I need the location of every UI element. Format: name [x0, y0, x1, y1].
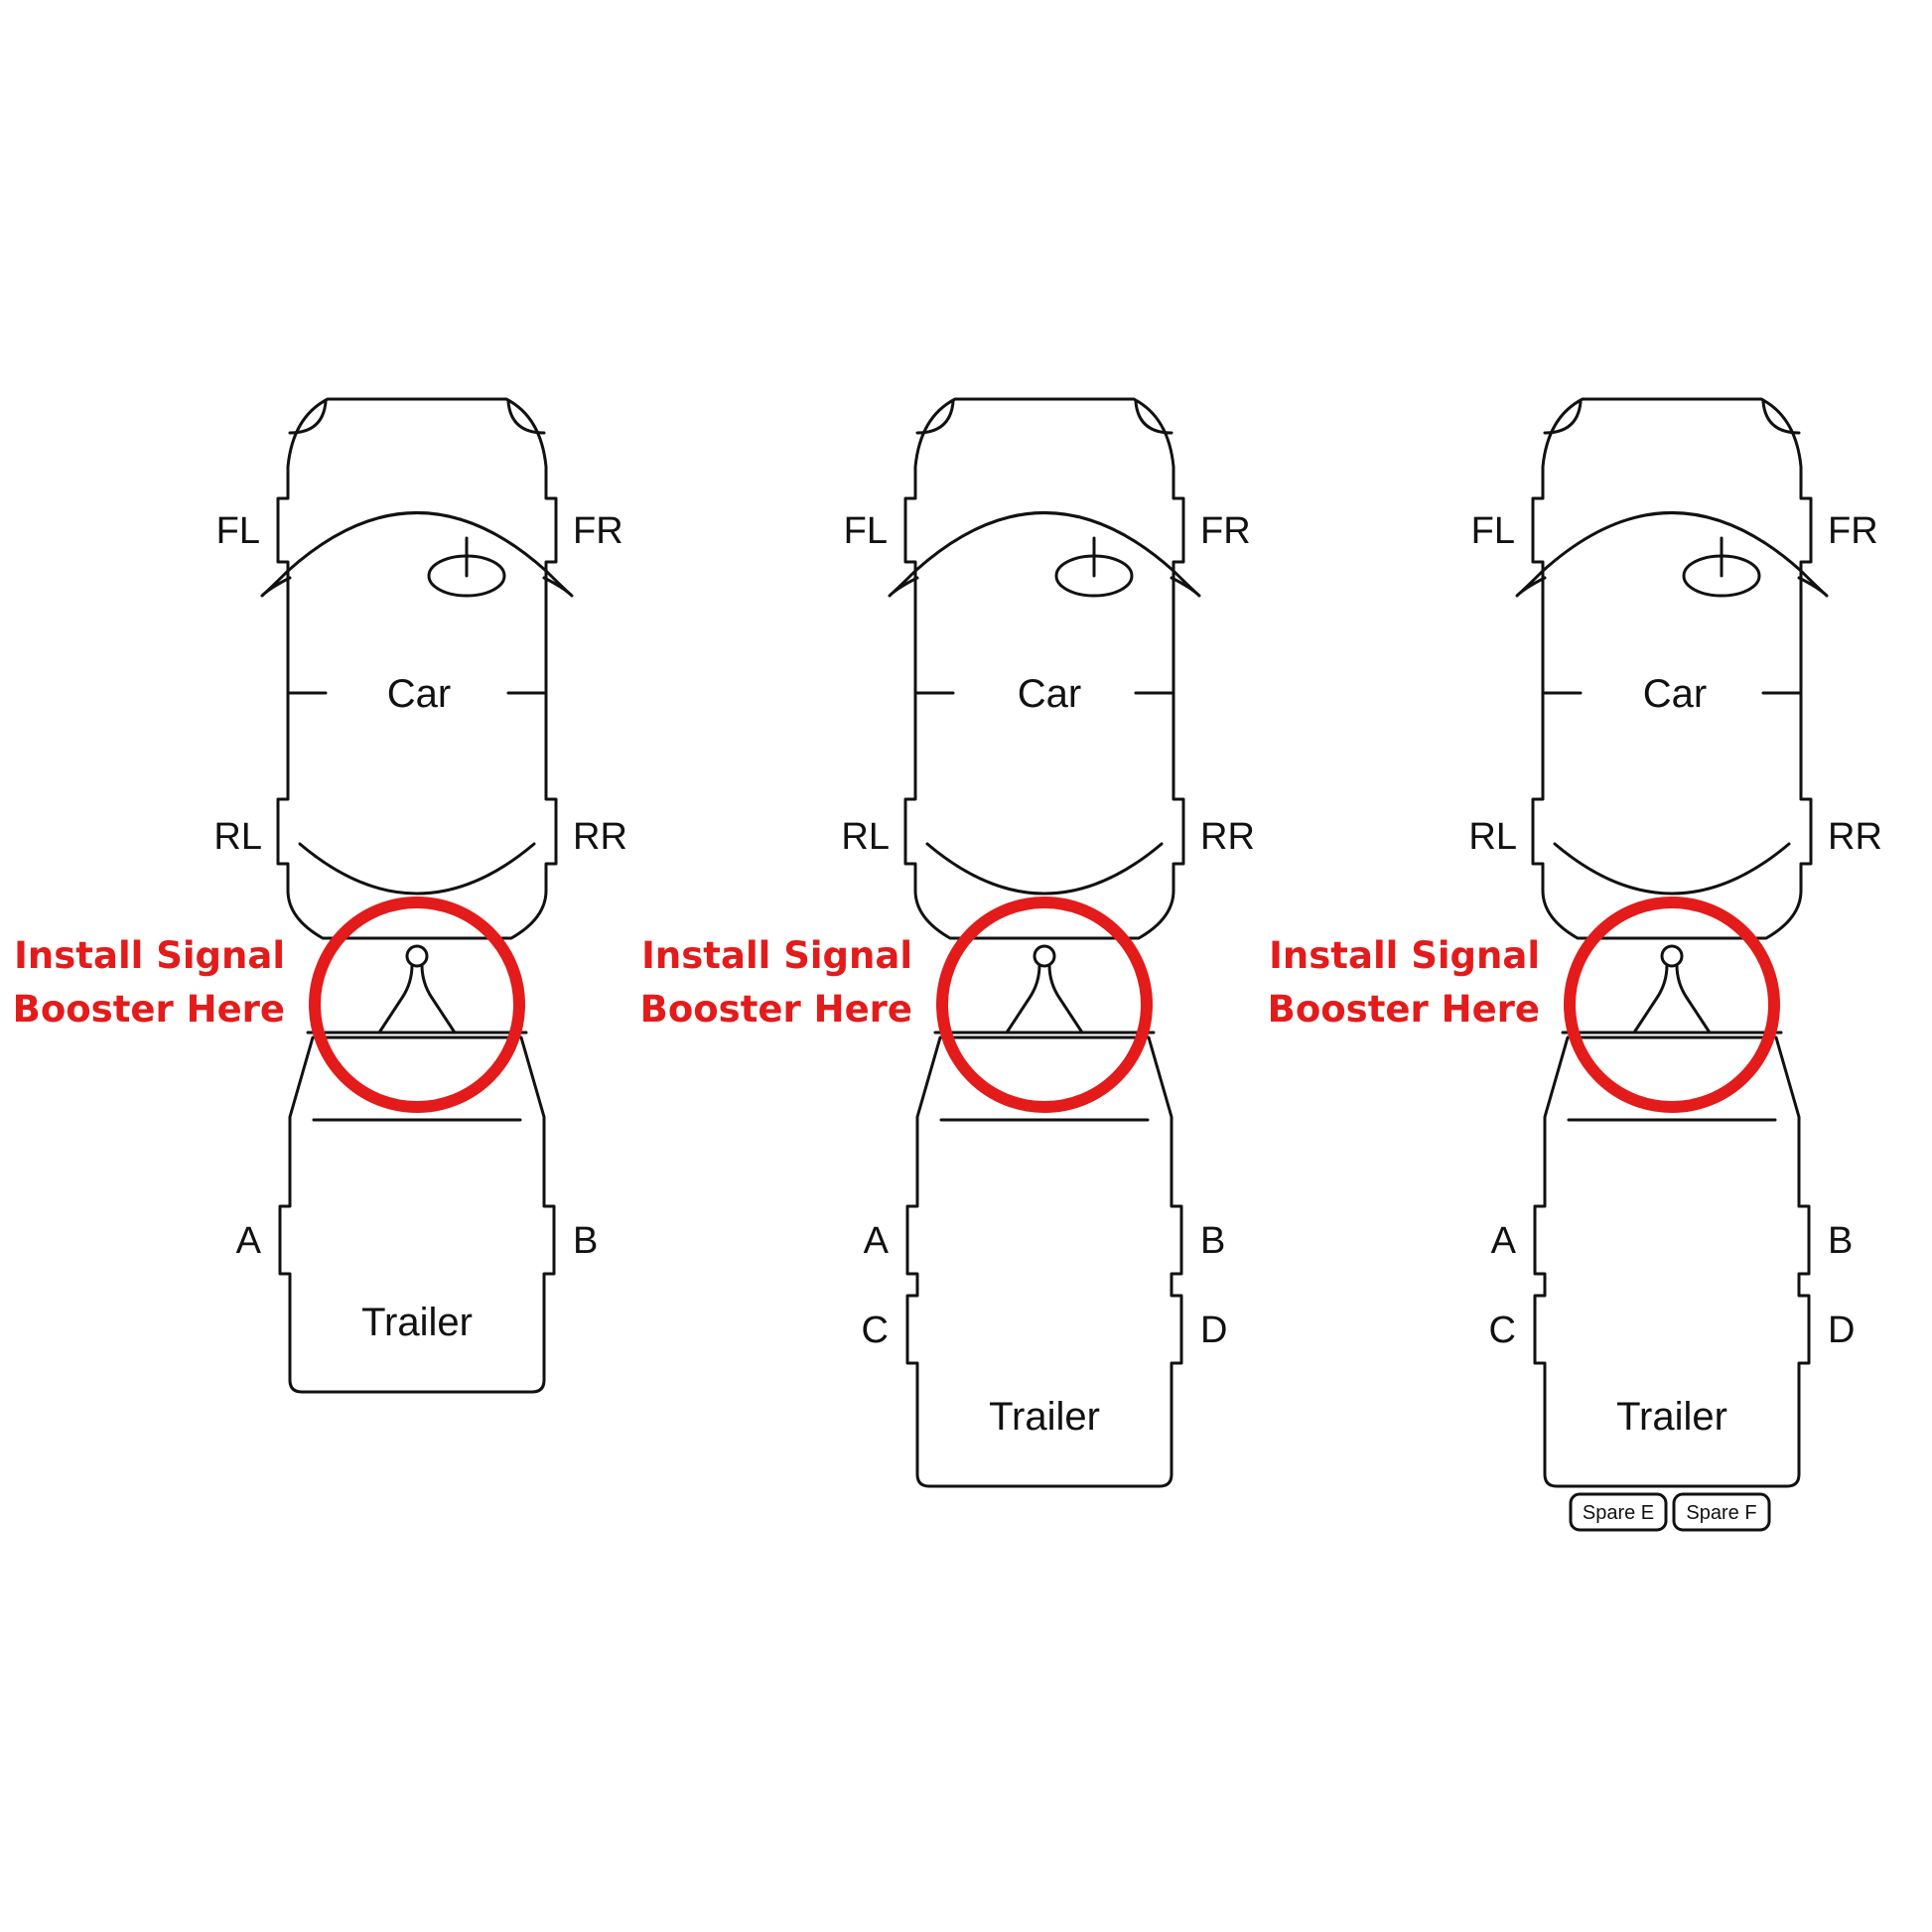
trailer-outline: [278, 1035, 556, 1394]
spare-f-label: Spare F: [1686, 1502, 1756, 1524]
spare-e-label: Spare E: [1583, 1502, 1654, 1524]
hitch: [1561, 944, 1783, 1035]
install-callout: Install Signal Booster Here: [13, 934, 285, 1031]
trailer-label: Trailer: [1616, 1395, 1727, 1439]
trailer-outline: [905, 1035, 1183, 1488]
label-fl: FL: [844, 510, 888, 552]
diagram-2: FL FR RL RR Car A B C D Trailer Install …: [640, 397, 1255, 1488]
highlight-circle: [936, 897, 1153, 1113]
label-c: C: [862, 1310, 889, 1351]
install-callout: Install Signal Booster Here: [1268, 934, 1540, 1031]
label-a: A: [236, 1220, 262, 1262]
diagram-1: FL FR RL RR Car A B Trailer Install Sign…: [13, 397, 627, 1394]
highlight-circle: [309, 897, 525, 1113]
label-rl: RL: [213, 816, 262, 858]
label-fl: FL: [1471, 510, 1515, 552]
callout-line-1: Install Signal: [14, 934, 285, 977]
spare-f-box: [1672, 1492, 1771, 1532]
label-fl: FL: [216, 510, 260, 552]
car-outline: [1515, 397, 1829, 940]
car-label: Car: [1643, 672, 1707, 716]
trailer-label: Trailer: [989, 1395, 1100, 1439]
spare-e-box: [1569, 1492, 1668, 1532]
callout-line-2: Booster Here: [13, 988, 285, 1031]
diagram-3: Spare E Spare F FL FR RL RR Car A B C D …: [1268, 397, 1882, 1532]
label-a: A: [1491, 1220, 1517, 1262]
label-a: A: [864, 1220, 890, 1262]
label-b: B: [1200, 1220, 1225, 1262]
hitch: [306, 944, 528, 1035]
car-outline: [260, 397, 574, 940]
hitch: [933, 944, 1156, 1035]
spare-tires: Spare E Spare F: [1569, 1492, 1771, 1532]
callout-line-2: Booster Here: [640, 988, 912, 1031]
label-b: B: [573, 1220, 598, 1262]
label-rr: RR: [573, 816, 627, 858]
label-fr: FR: [1828, 510, 1878, 552]
label-rl: RL: [841, 816, 890, 858]
label-fr: FR: [1200, 510, 1251, 552]
trailer-outline: [1533, 1035, 1811, 1488]
label-rr: RR: [1200, 816, 1255, 858]
highlight-circle: [1564, 897, 1780, 1113]
label-rr: RR: [1828, 816, 1882, 858]
callout-line-1: Install Signal: [1269, 934, 1540, 977]
callout-line-1: Install Signal: [641, 934, 912, 977]
trailer-label: Trailer: [361, 1301, 473, 1344]
label-d: D: [1828, 1310, 1855, 1351]
label-fr: FR: [573, 510, 623, 552]
label-d: D: [1200, 1310, 1227, 1351]
label-b: B: [1828, 1220, 1853, 1262]
label-rl: RL: [1468, 816, 1517, 858]
car-outline: [888, 397, 1201, 940]
car-label: Car: [1018, 672, 1081, 716]
car-label: Car: [387, 672, 451, 716]
install-callout: Install Signal Booster Here: [640, 934, 912, 1031]
label-c: C: [1489, 1310, 1516, 1351]
callout-line-2: Booster Here: [1268, 988, 1540, 1031]
